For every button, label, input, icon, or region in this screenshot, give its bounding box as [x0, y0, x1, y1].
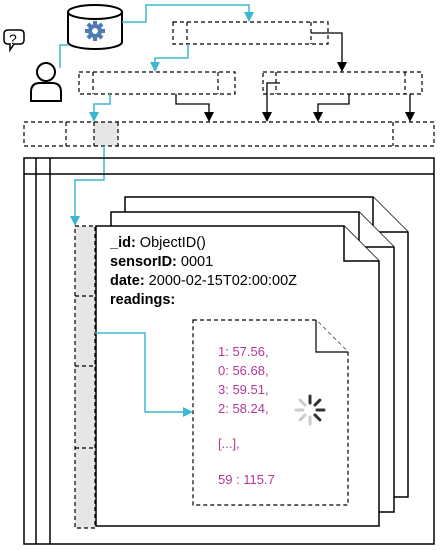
reading-last: 59 : 115.7 [218, 472, 275, 487]
query-path-arrows [59, 4, 254, 226]
loading-spinner-icon [294, 394, 326, 426]
document-fields: _id: ObjectID() sensorID: 0001 date: 200… [109, 235, 297, 308]
document-field-sensor: sensorID: 0001 [110, 254, 213, 270]
spinner-spoke [298, 413, 307, 422]
reading-item: 0: 56.68, [218, 363, 269, 378]
readings-subdocument [192, 319, 349, 506]
tree-arrows [175, 32, 415, 122]
document-field-readings: readings: [110, 292, 175, 308]
tree-node-right [262, 71, 423, 95]
collection-table [23, 157, 435, 545]
readings-list: 1: 57.56, 0: 56.68, 3: 59.51, 2: 58.24, … [218, 344, 275, 487]
gear-icon [85, 21, 105, 41]
svg-text:?: ? [9, 31, 17, 47]
tree-node-root [172, 21, 329, 45]
readings-arrow [95, 332, 193, 417]
reading-ellipsis: [...], [218, 436, 240, 451]
user-question-icon: ? [3, 29, 62, 102]
document-field-date: date: 2000-02-15T02:00:00Z [110, 273, 297, 289]
spinner-spoke [298, 398, 307, 407]
reading-item: 2: 58.24, [218, 401, 269, 416]
index-column [74, 225, 96, 529]
document-field-id: _id: ObjectID() [109, 235, 206, 251]
reading-item: 1: 57.56, [218, 344, 269, 359]
database-gear-icon [67, 4, 123, 50]
tree-leaf-row [23, 121, 435, 147]
tree-node-left [78, 71, 236, 95]
spinner-spoke [313, 413, 322, 422]
spinner-spoke [313, 398, 322, 407]
reading-item: 3: 59.51, [218, 382, 269, 397]
